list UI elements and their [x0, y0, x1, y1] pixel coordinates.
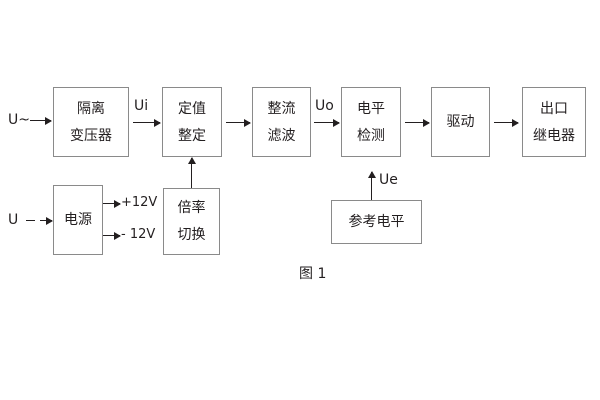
signal-ui-label: Ui — [134, 98, 149, 114]
block-rectify-filter-line1: 整流 — [267, 100, 296, 117]
input-dc-label: U — [8, 212, 19, 228]
block-reference-level: 参考电平 — [331, 200, 422, 244]
block-setpoint-adjust-line1: 定值 — [178, 100, 206, 117]
arrow-input-dc-to-power-supply — [40, 216, 53, 225]
arrow-rectify-filter-to-level-detect — [314, 118, 340, 127]
block-multiplier-switch-line1: 倍率 — [177, 200, 206, 216]
block-rectify-filter: 整流 滤波 — [252, 87, 311, 157]
block-setpoint-adjust: 定值 整定 — [162, 87, 222, 157]
block-reference-level-line1: 参考电平 — [348, 214, 405, 230]
block-level-detect-line2: 检测 — [357, 127, 385, 144]
dash-segment-input-dc-1 — [26, 220, 35, 221]
arrow-setpoint-adjust-to-rectify-filter — [226, 118, 251, 127]
block-multiplier-switch-line2: 切换 — [177, 227, 206, 243]
block-isolation-transformer-line1: 隔离 — [77, 100, 105, 117]
arrow-power-supply-rail-negative — [103, 231, 121, 240]
block-power-supply-line1: 电源 — [64, 212, 92, 228]
block-level-detect: 电平 检测 — [341, 87, 401, 157]
arrow-power-supply-rail-positive — [103, 199, 121, 208]
signal-ue-label: Ue — [379, 172, 398, 188]
input-ac-label: U~ — [8, 112, 30, 128]
figure-caption: 图 1 — [299, 266, 327, 282]
block-output-relay: 出口 继电器 — [522, 87, 586, 157]
block-isolation-transformer: 隔离 变压器 — [53, 87, 129, 157]
block-setpoint-adjust-line2: 整定 — [178, 127, 206, 144]
arrow-reference-level-to-level-detect — [367, 171, 376, 200]
arrow-drive-to-output-relay — [494, 118, 519, 127]
block-rectify-filter-line2: 滤波 — [267, 127, 296, 144]
block-isolation-transformer-line2: 变压器 — [70, 127, 112, 144]
signal-uo-label: Uo — [315, 98, 334, 114]
arrow-isolation-transformer-to-setpoint-adjust — [133, 118, 161, 127]
rail-positive-label: +12V — [121, 195, 158, 210]
block-multiplier-switch: 倍率 切换 — [163, 188, 220, 255]
block-drive: 驱动 — [431, 87, 490, 157]
arrow-level-detect-to-drive — [405, 118, 430, 127]
arrow-multiplier-switch-to-setpoint-adjust — [187, 157, 196, 188]
block-drive-line1: 驱动 — [446, 114, 475, 130]
block-power-supply: 电源 — [53, 185, 103, 255]
block-level-detect-line1: 电平 — [357, 100, 385, 117]
block-output-relay-line1: 出口 — [540, 100, 568, 117]
arrow-input-ac-to-isolation-transformer — [30, 116, 52, 125]
rail-negative-label: - 12V — [121, 227, 156, 242]
block-output-relay-line2: 继电器 — [533, 127, 575, 144]
